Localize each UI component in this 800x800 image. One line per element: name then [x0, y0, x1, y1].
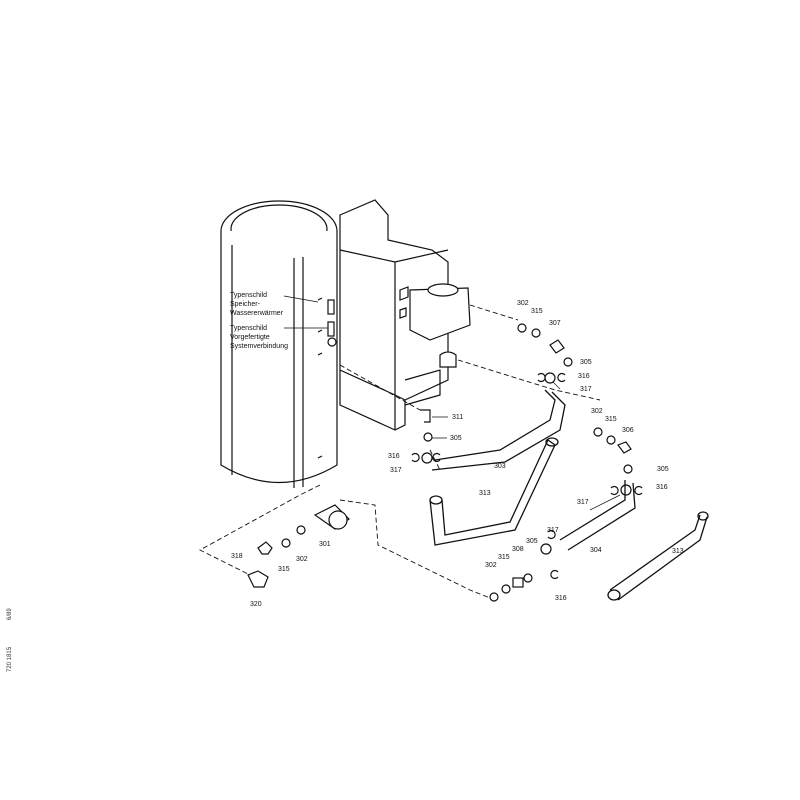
connection-guide-lines [199, 304, 601, 599]
side-doc-number: 720 1815 [7, 646, 13, 672]
callout: 313 [672, 548, 684, 555]
note-line: Speicher- [230, 301, 260, 308]
callout: 317 [390, 467, 402, 474]
callout: 318 [231, 553, 243, 560]
note-line: Typenschild [230, 292, 267, 299]
callout: 303 [494, 463, 506, 470]
callout: 311 [452, 414, 464, 421]
callout: 305 [450, 435, 462, 442]
callout: 308 [512, 546, 524, 553]
callout: 315 [605, 416, 617, 423]
fittings [247, 323, 643, 602]
note-line: Typenschild [230, 325, 267, 332]
side-code: 6/89 [7, 608, 13, 620]
callout: 307 [549, 320, 561, 327]
leader-lines [283, 295, 621, 511]
callout: 316 [388, 453, 400, 460]
note-line: Vorgefertigte [230, 334, 270, 341]
callout: 315 [498, 554, 510, 561]
callout: 301 [319, 541, 331, 548]
note-line: Systemverbindung [230, 343, 288, 350]
callout: 316 [555, 595, 567, 602]
callout: 305 [580, 359, 592, 366]
callout: 302 [296, 556, 308, 563]
storage-tank [220, 200, 338, 488]
nameplate-system-note: Typenschild Vorgefertigte Systemverbindu… [230, 324, 288, 351]
note-line: Wassererwärmer [230, 310, 284, 317]
callout: 313 [479, 490, 491, 497]
callout: 317 [547, 527, 559, 534]
callout: 317 [577, 499, 589, 506]
pipes [429, 389, 709, 601]
callout: 306 [622, 427, 634, 434]
boiler-unit [339, 199, 471, 431]
callout: 317 [580, 386, 592, 393]
callout: 315 [278, 566, 290, 573]
callout: 304 [590, 547, 602, 554]
callout: 315 [531, 308, 543, 315]
callout: 302 [591, 408, 603, 415]
callout: 316 [656, 484, 668, 491]
callout: 302 [517, 300, 529, 307]
callout: 320 [250, 601, 262, 608]
callout: 305 [526, 538, 538, 545]
callout: 305 [657, 466, 669, 473]
nameplate-tank-note: Typenschild Speicher- Wassererwärmer [230, 291, 283, 318]
callout: 302 [485, 562, 497, 569]
callout: 316 [578, 373, 590, 380]
